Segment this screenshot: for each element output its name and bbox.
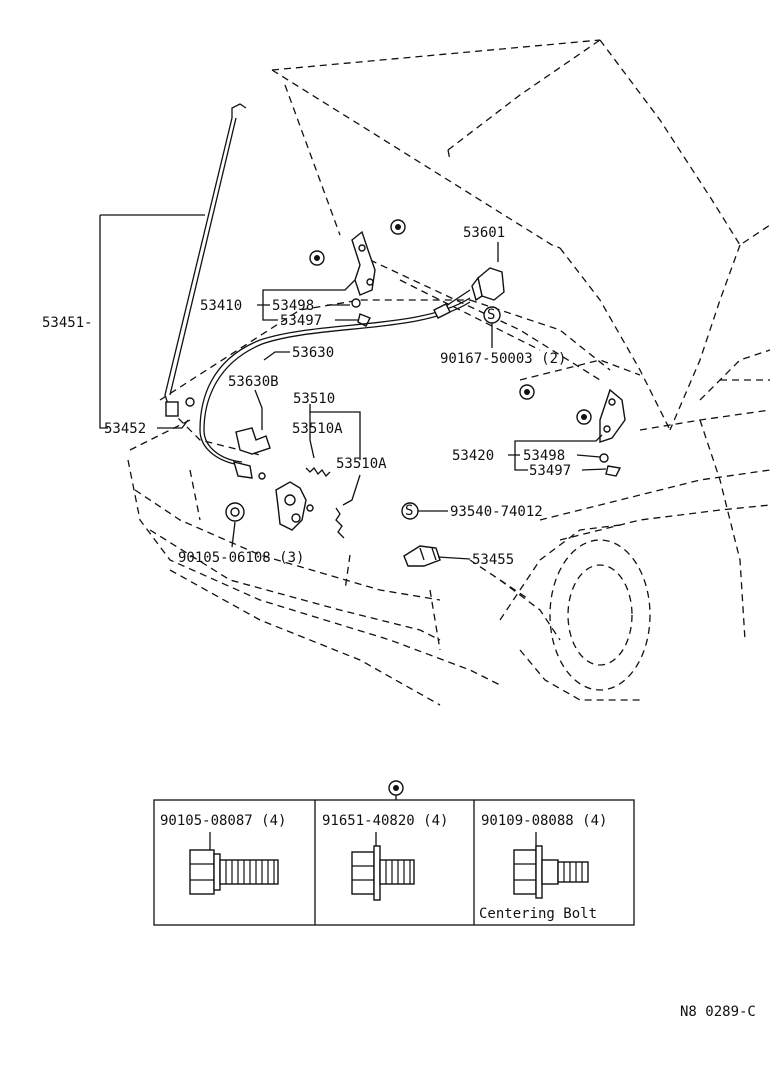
diagram-id: N8 0289-C [680,1004,756,1020]
label-53510a-2: 53510A [336,456,387,472]
bolt-part-1: 90105-08087 (4) [160,813,286,829]
bolt-part-3: 90109-08088 (4) [481,813,607,829]
label-53498-lower: 53498 [523,448,565,464]
label-53510a-1: 53510A [292,421,343,437]
flange-bolt-icon [189,832,279,895]
hood-striker [403,545,441,567]
leader-lines [99,214,607,560]
hood-lock [275,481,314,531]
label-53452: 53452 [104,421,146,437]
release-cable [199,297,471,480]
body-outline [127,259,771,706]
label-53497-upper: 53497 [280,313,322,329]
label-53510: 53510 [293,391,335,407]
lock-bolt [225,502,245,522]
s-mark-text-2: S [405,503,413,519]
label-53601: 53601 [463,225,505,241]
bolt-note-3: Centering Bolt [479,906,597,922]
label-53497-lower: 53497 [529,463,571,479]
label-90167: 90167-50003 (2) [440,351,566,367]
hood-hinge-right [599,388,626,477]
label-53420: 53420 [452,448,494,464]
washer-bolt-icon [351,832,415,901]
callout-labels: 53451- 53452 53410 53498 53497 53630 536… [42,225,571,568]
label-53630b: 53630B [228,374,279,390]
label-53451: 53451- [42,315,93,331]
label-93540: 93540-74012 [450,504,543,520]
lock-springs [305,466,345,539]
hood-hinge-left [351,230,376,327]
centering-bolt-icon [513,832,589,899]
label-53498-upper: 53498 [272,298,314,314]
hood-support-rod [164,103,247,417]
hood-outline [271,39,771,431]
label-53410: 53410 [200,298,242,314]
release-lever [439,267,505,311]
cable-clamp [235,427,271,455]
bolt-markers [309,219,592,796]
label-53630: 53630 [292,345,334,361]
s-mark-text-1: S [487,307,495,323]
bolt-table: 90105-08087 (4) 91651-40820 (4) 90109-08… [153,795,635,926]
label-53455: 53455 [472,552,514,568]
label-90105-06108: 90105-06108 (3) [178,550,304,566]
bolt-part-2: 91651-40820 (4) [322,813,448,829]
s-markers [401,306,501,520]
